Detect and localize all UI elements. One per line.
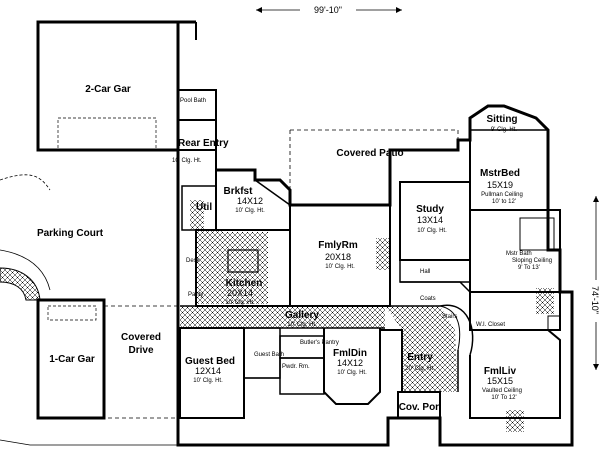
covered-drive-label-line2: Drive [128,345,153,356]
sitting-note: 9' Clg. Ht. [491,127,517,133]
width-dimension: 99'-10" [256,5,402,15]
covered-drive-label-line1: Covered [121,332,161,343]
study-note: 10' Clg. Ht. [417,228,447,234]
gallery-note: 10' Clg. Ht. [287,322,317,328]
gallery-floor-hatch [180,306,385,328]
rear-entry-note: 10' Clg. Ht. [172,158,202,164]
mstr-bed-note2: 10' to 12' [492,199,516,205]
covered-patio-label: Covered Patio [336,148,403,159]
stairs-label: Stairs [442,314,457,320]
fml-liv-size: 15X15 [487,376,513,386]
kitchen-note: 10' Clg. Ht. [225,300,255,306]
fml-liv-note2: 10' To 12' [491,395,516,401]
stone-wall [0,267,41,301]
one-car-garage-label: 1-Car Gar [49,354,95,365]
guest-bed-size: 12X14 [195,366,221,376]
guest-bath-label: Guest Bath [254,352,284,358]
walls [0,20,574,447]
fml-liv-note1: Vaulted Ceiling [482,388,522,394]
brkfst-size: 14X12 [237,196,263,206]
entry-label: Entry [407,352,433,363]
hall-label: Hall [420,269,430,275]
wi-closet-label: W.I. Closet [476,322,505,328]
fmly-rm-note: 10' Clg. Ht. [325,264,355,270]
gallery-label: Gallery [285,310,319,321]
study-label: Study [416,204,444,215]
util-floor-hatch [190,200,204,230]
fmly-rm-size: 20X18 [325,252,351,262]
fml-din-label: FmlDin [333,348,367,359]
kitchen-label: Kitchen [226,278,263,289]
width-dimension-label: 99'-10" [314,5,342,15]
parking-court-label: Parking Court [37,228,104,239]
util-label: Util [196,202,212,213]
entry-note: 20' Clg. Ht. [405,366,435,372]
shower-hatch [536,288,554,314]
guest-bed-note: 10' Clg. Ht. [193,378,223,384]
two-car-garage-label: 2-Car Gar [85,84,131,95]
fmly-rm-label: FmlyRm [318,240,358,251]
room-labels: 2-Car Gar Pool Bath Rear Entry 10' Clg. … [37,84,552,413]
mstr-bath-note2: 9' To 13' [518,265,540,271]
mstr-bed-note1: Pullman Ceiling [481,192,523,198]
desk-label: Desk [186,258,201,264]
depth-dimension: 74'-10" [590,196,600,370]
cov-por-label: Cov. Por. [399,402,442,413]
mstr-bath-label: Mstr Bath [506,251,532,257]
fml-liv-label: FmlLiv [484,366,517,377]
coats-label: Coats [420,296,436,302]
mstr-bath-note1: Sloping Ceiling [512,258,552,264]
fml-din-size: 14X12 [337,358,363,368]
porch-fireplace-hatch [506,410,524,432]
mstr-bed-label: MstrBed [480,168,520,179]
brkfst-label: Brkfst [224,186,254,197]
mstr-bed-size: 15X19 [487,180,513,190]
brkfst-note: 10' Clg. Ht. [235,208,265,214]
butlers-pantry-label: Butler's Pantry [300,340,339,346]
kitchen-floor-hatch [223,232,268,304]
pantry-label: Panty [188,292,203,298]
fireplace-hatch [376,238,390,270]
sitting-label: Sitting [486,114,517,125]
entry-floor-hatch [385,306,458,392]
fml-din-note: 10' Clg. Ht. [337,370,367,376]
pool-bath-label: Pool Bath [180,98,206,104]
pantry-floor-hatch [196,230,223,304]
guest-bed-label: Guest Bed [185,356,235,367]
depth-dimension-label: 74'-10" [590,286,600,314]
pwdr-rm-label: Pwdr. Rm. [282,364,310,370]
kitchen-size: 20X14 [227,288,253,298]
rear-entry-label: Rear Entry [178,138,229,149]
study-size: 13X14 [417,215,443,225]
